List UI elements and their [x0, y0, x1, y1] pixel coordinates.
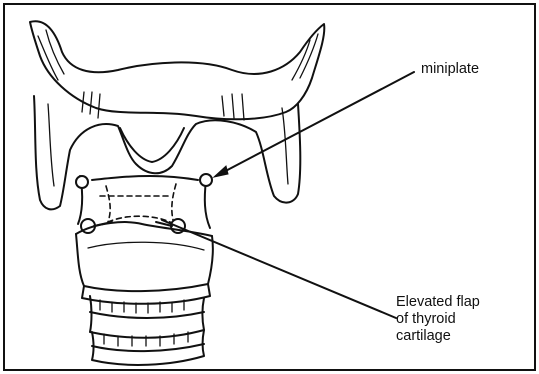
epiglottis [30, 21, 324, 119]
miniplate-arrowhead [214, 166, 228, 177]
screw-upper-left [76, 176, 88, 188]
screw-upper-right [200, 174, 212, 186]
label-flap-line1: Elevated flap [396, 294, 480, 311]
thyroid-cartilage [34, 92, 300, 209]
flap-leader [162, 220, 396, 318]
label-flap-line2: of thyroid [396, 311, 480, 328]
leader-lines [162, 72, 414, 318]
label-elevated-flap: Elevated flap of thyroid cartilage [396, 294, 480, 345]
thyroid-flap [78, 176, 210, 228]
trachea [90, 296, 204, 365]
cricoid-cartilage [76, 222, 213, 304]
label-miniplate: miniplate [421, 61, 479, 78]
miniplate-leader [216, 72, 414, 176]
label-flap-line3: cartilage [396, 328, 480, 345]
